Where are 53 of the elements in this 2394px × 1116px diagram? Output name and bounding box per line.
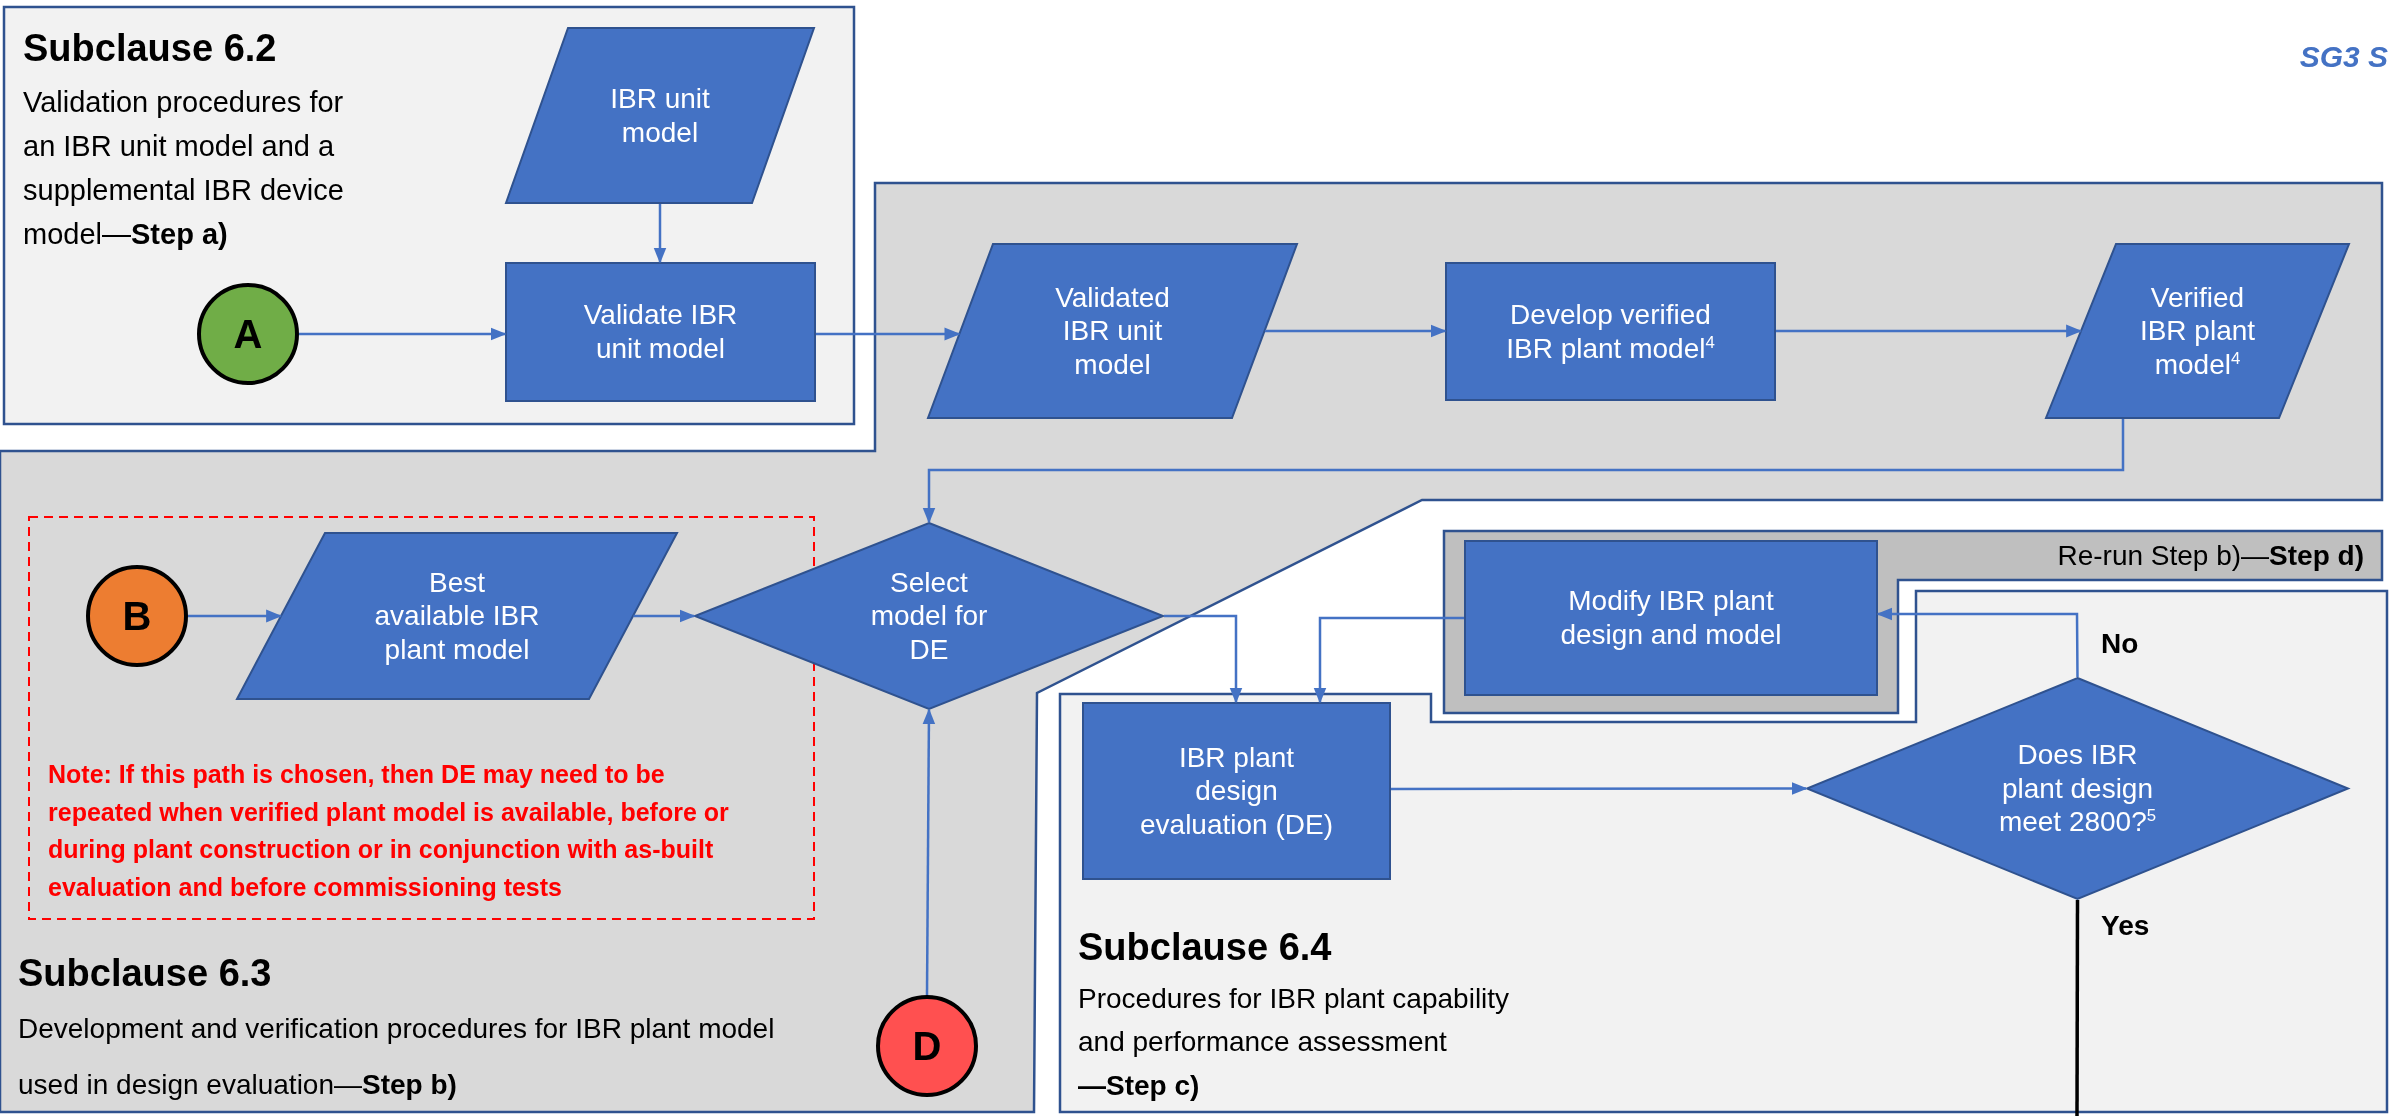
data-parallelogram xyxy=(505,27,815,204)
connector-circle xyxy=(197,283,299,385)
note-text: Note: If this path is chosen, then DE may need to be repeated when verified plant model is available, before or during plant construction or in conjunction with as-built evaluation and before commissioning tests xyxy=(48,759,730,903)
node-label: Modify IBR plant design and model xyxy=(1559,584,1783,652)
section-panel xyxy=(1444,531,2382,713)
connector-letter: B xyxy=(122,593,152,640)
process-box xyxy=(1082,702,1391,880)
arrow xyxy=(1313,616,1464,704)
section-description: Validation procedures for an IBR unit model and a supplemental IBR device model—Step a) xyxy=(23,85,345,253)
section-heading: Subclause 6.3 xyxy=(18,951,273,996)
process-box xyxy=(1445,262,1776,401)
node-label: Develop verified IBR plant model$^{4}$ xyxy=(1505,297,1716,366)
data-parallelogram xyxy=(927,243,1298,419)
arrow xyxy=(922,708,936,995)
process-box xyxy=(1464,540,1878,696)
node-label: Does IBR plant design meet 2800?$^{5}$ xyxy=(1997,738,2158,839)
arrow xyxy=(1391,782,1808,795)
section-description: Procedures for IBR plant capability and performance assessment —Step c) xyxy=(1078,982,1511,1103)
arrow xyxy=(653,204,667,264)
node-label: Validated IBR unit model xyxy=(1054,280,1171,382)
arrow xyxy=(1876,607,2079,677)
node-label: IBR plant design evaluation (DE) xyxy=(1139,740,1334,842)
decision-diamond xyxy=(1806,677,2349,900)
section-heading: Subclause 6.4 xyxy=(1078,925,1333,970)
arrow xyxy=(816,327,961,341)
node-label: Select model for DE xyxy=(869,565,989,667)
node-label: Best available IBR plant model xyxy=(373,565,541,667)
section-heading: Subclause 6.2 xyxy=(23,26,278,71)
arrow xyxy=(1265,324,1447,338)
arrow xyxy=(633,609,696,623)
section-panel xyxy=(1060,591,2387,1112)
process-box xyxy=(505,262,816,402)
arrow xyxy=(299,327,507,341)
data-parallelogram xyxy=(2045,243,2350,419)
note-box xyxy=(28,516,815,920)
section-panel xyxy=(3,6,855,425)
data-parallelogram xyxy=(236,532,678,700)
section-description: Development and verification procedures for IBR plant model used in design evaluation—Step b) xyxy=(18,1012,776,1102)
arrow xyxy=(188,609,283,623)
connector-line xyxy=(2075,900,2080,1116)
header-text: SG3 S xyxy=(2299,40,2388,74)
connector-letter: D xyxy=(912,1023,942,1070)
node-label: IBR unit model xyxy=(609,81,711,150)
connector-circle xyxy=(876,995,978,1097)
node-label: Validate IBR unit model xyxy=(582,298,739,366)
connector-circle xyxy=(86,565,188,667)
decision-diamond xyxy=(694,522,1164,710)
arrow xyxy=(1164,614,1243,704)
connector-letter: A xyxy=(233,311,263,358)
arrow xyxy=(922,419,2125,524)
arrow xyxy=(1776,324,2083,338)
section-description: Re-run Step b)—Step d) xyxy=(2057,539,2364,573)
node-label: Verified IBR plant model$^{4}$ xyxy=(2138,280,2257,382)
